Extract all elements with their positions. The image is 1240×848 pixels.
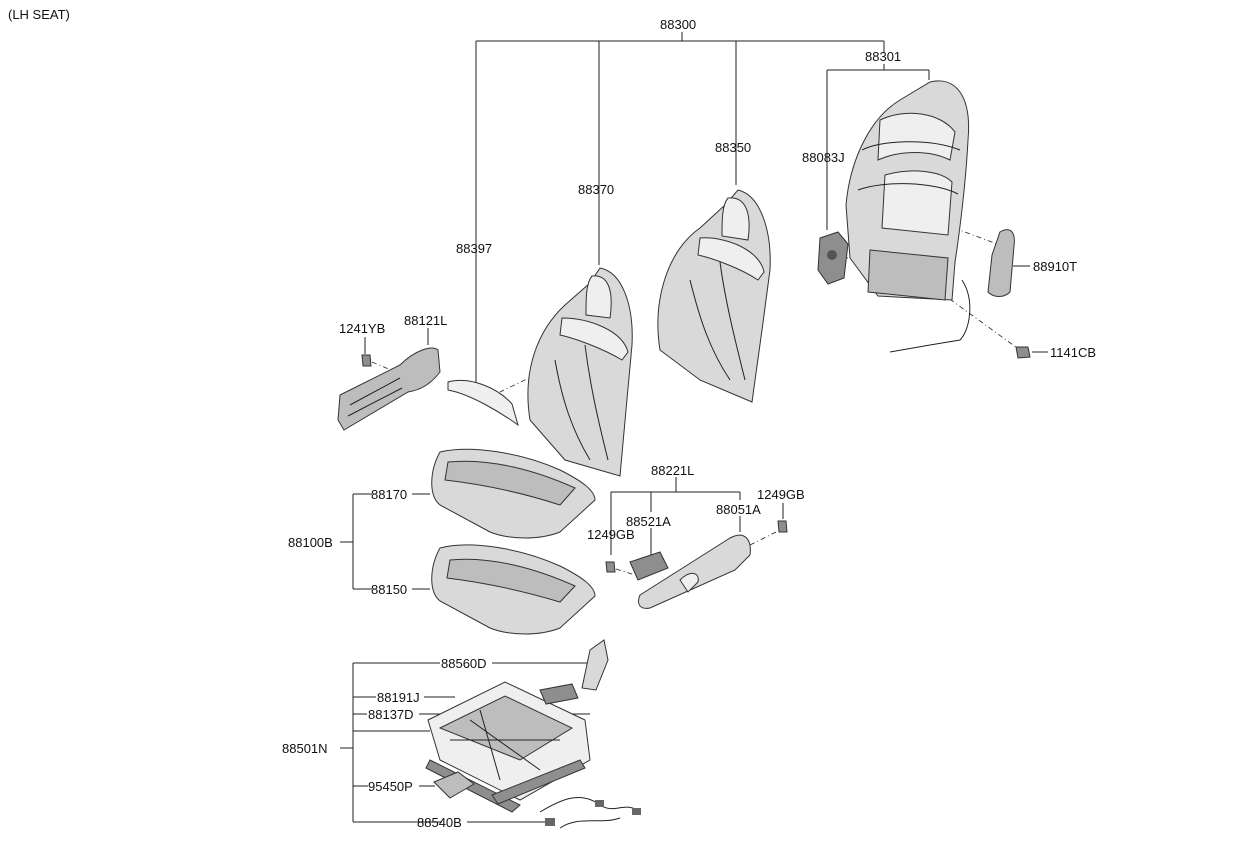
side-shield-cover — [987, 229, 1015, 297]
label-1249GB-right: 1249GB — [757, 487, 805, 502]
label-88300: 88300 — [660, 17, 696, 32]
label-88370: 88370 — [578, 182, 614, 197]
label-1241YB: 1241YB — [339, 321, 385, 336]
label-88191J: 88191J — [377, 690, 420, 705]
seat-back-cover-88350 — [657, 189, 771, 403]
seat-cushion-pad-88150 — [431, 544, 596, 635]
label-88501N: 88501N — [282, 741, 328, 756]
side-shield-88051a — [637, 534, 751, 609]
label-88301: 88301 — [865, 49, 901, 64]
label-88150: 88150 — [371, 582, 407, 597]
label-88121L: 88121L — [404, 313, 447, 328]
screw-1241yb — [361, 354, 372, 367]
recliner-motor — [817, 231, 849, 285]
label-88560D: 88560D — [441, 656, 487, 671]
seat-cushion-cover-88170 — [431, 448, 596, 539]
wiring-harness-88540b — [539, 796, 641, 829]
seat-back-cover-88370 — [527, 267, 633, 477]
label-88397: 88397 — [456, 241, 492, 256]
label-1249GB-left: 1249GB — [587, 527, 635, 542]
screw-1249gb-left — [605, 561, 616, 573]
trim-88397 — [447, 380, 519, 427]
label-88910T: 88910T — [1033, 259, 1077, 274]
label-1141CB: 1141CB — [1050, 345, 1096, 360]
control-unit-95450p — [433, 771, 475, 799]
label-95450P: 95450P — [368, 779, 413, 794]
label-88350: 88350 — [715, 140, 751, 155]
seat-track-frame — [425, 681, 591, 813]
label-88170: 88170 — [371, 487, 407, 502]
label-88100B: 88100B — [288, 535, 333, 550]
screw-1249gb-right — [777, 520, 788, 533]
module-88191j — [539, 683, 579, 705]
label-88521A: 88521A — [626, 514, 671, 529]
switch-88521a — [629, 551, 669, 581]
label-88083J: 88083J — [802, 150, 845, 165]
label-88051A: 88051A — [716, 502, 761, 517]
seat-side-title: (LH SEAT) — [8, 7, 70, 22]
bracket-88560d — [581, 639, 609, 691]
side-bolster-88121l — [337, 347, 441, 431]
label-88137D: 88137D — [368, 707, 414, 722]
frame-harness — [889, 279, 971, 353]
label-88540B: 88540B — [417, 815, 462, 830]
part-labels: 88300 88301 88350 88370 88397 88083J 889… — [282, 17, 1096, 830]
leader-lines — [340, 32, 1048, 823]
seat-back-frame — [845, 80, 970, 301]
label-88221L: 88221L — [651, 463, 694, 478]
screw-1141cb — [1015, 346, 1031, 359]
